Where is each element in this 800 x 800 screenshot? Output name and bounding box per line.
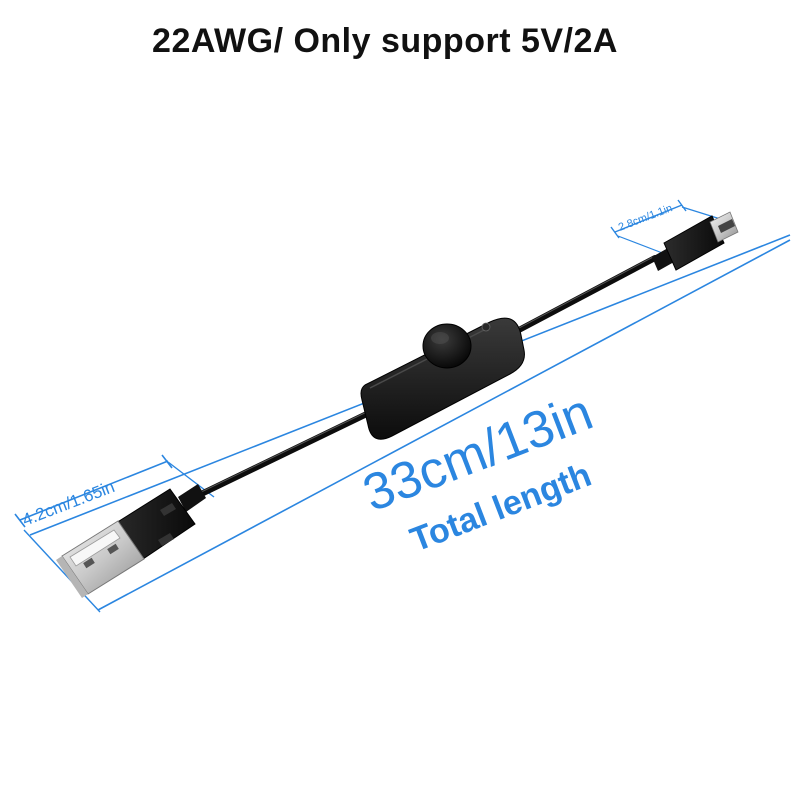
cable <box>192 255 658 500</box>
usb-a-length-label: 4.2cm/1.65in <box>20 477 118 530</box>
usb-c-plug <box>652 211 739 271</box>
headline: 22AWG/ Only support 5V/2A <box>152 22 618 60</box>
usb-a-plug <box>56 484 206 598</box>
usb-c-length-label: 2.8cm/1.1in <box>617 202 674 234</box>
inline-switch <box>360 317 525 440</box>
